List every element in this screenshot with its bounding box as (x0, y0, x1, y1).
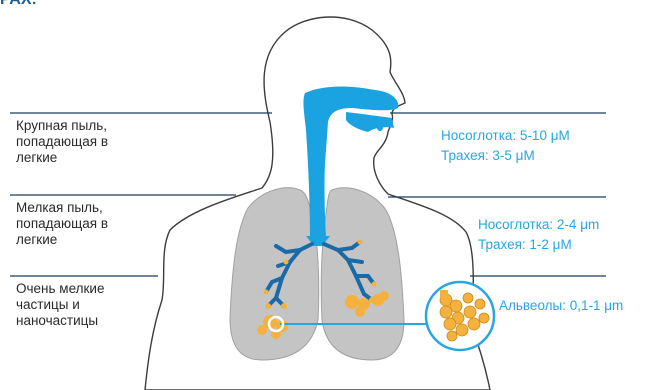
label-nanoparticles: Очень мелкие частицы и наночастицы (16, 281, 104, 329)
mouth-droplet-icon (377, 125, 383, 131)
trachea-fine: Трахея: 1-2 μМ (478, 235, 599, 255)
nasopharynx-fine: Носоглотка: 2-4 μm (478, 215, 599, 235)
label-fine-dust: Мелкая пыль, попадающая в легкие (16, 200, 108, 248)
label-large-dust: Крупная пыль, попадающая в легкие (16, 118, 108, 166)
label-size-alveoli: Альвеолы: 0,1-1 μm (499, 296, 623, 316)
nasopharynx-large: Носоглотка: 5-10 μМ (441, 126, 570, 146)
trachea-large: Трахея: 3-5 μМ (441, 146, 570, 166)
label-size-fine: Носоглотка: 2-4 μm Трахея: 1-2 μМ (478, 215, 599, 255)
label-size-large: Носоглотка: 5-10 μМ Трахея: 3-5 μМ (441, 126, 570, 166)
alveoli-size: Альвеолы: 0,1-1 μm (499, 296, 623, 316)
